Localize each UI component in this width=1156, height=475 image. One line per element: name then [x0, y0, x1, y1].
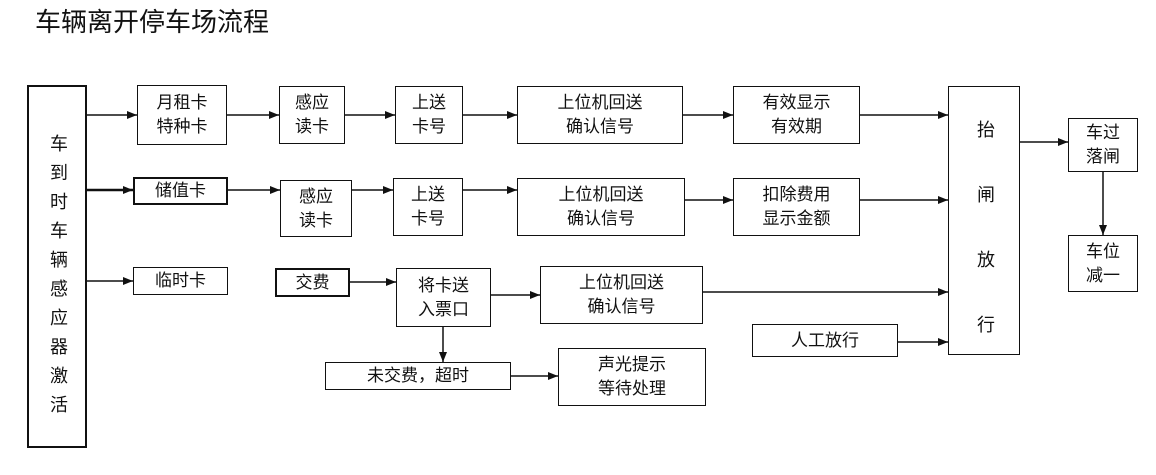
read-card-label-line1: 感应	[299, 186, 333, 207]
slot-decrement-label-line1: 车位	[1086, 241, 1120, 262]
insert-card-label-line2: 入票口	[418, 299, 469, 320]
host-ack-label-line1: 上位机回送	[557, 93, 643, 113]
host-ack-label-line2: 确认信号	[587, 297, 656, 317]
gate-open-box: 抬闸放行	[948, 86, 1020, 380]
valid-display-label-line2: 有效期	[771, 117, 822, 137]
slot-decrement-label-line2: 减一	[1086, 265, 1120, 286]
send-card-id-label-line2: 卡号	[412, 117, 446, 137]
gate-close-label-line1: 车过	[1086, 123, 1120, 143]
send-card-id-label-line1: 上送	[411, 185, 445, 205]
valid-display-box: 有效显示 有效期	[733, 86, 860, 144]
manual-release-label: 人工放行	[791, 330, 859, 351]
deduct-fee-label-line2: 显示金额	[762, 209, 831, 229]
sensor-activation-label: 车到时车辆感应器激活	[47, 134, 68, 424]
gate-close-label-line2: 落闸	[1086, 147, 1120, 167]
deduct-fee-box: 扣除费用 显示金额	[733, 178, 860, 236]
alarm-label-line1: 声光提示	[598, 355, 666, 375]
host-ack-label-line1: 上位机回送	[558, 185, 644, 205]
read-card-box-1: 感应 读卡	[279, 86, 345, 144]
monthly-card-box: 月租卡 特种卡	[137, 85, 227, 145]
valid-display-label-line1: 有效显示	[762, 93, 831, 113]
special-card-label: 特种卡	[156, 117, 208, 137]
unpaid-timeout-box: 未交费，超时	[325, 362, 511, 390]
stored-value-card-box: 储值卡	[133, 177, 228, 205]
diagram-title: 车辆离开停车场流程	[35, 8, 270, 38]
read-card-label-line2: 读卡	[295, 117, 329, 137]
pay-box: 交费	[275, 268, 350, 297]
send-card-id-box-2: 上送 卡号	[393, 178, 463, 236]
send-card-id-label-line2: 卡号	[411, 209, 445, 229]
sensor-activation-box: 车到时车辆感应器激活	[27, 85, 87, 448]
host-ack-label-line1: 上位机回送	[579, 273, 664, 293]
insert-card-box: 将卡送 入票口	[396, 268, 491, 327]
manual-release-box: 人工放行	[752, 324, 898, 357]
alarm-label-line2: 等待处理	[598, 379, 666, 399]
read-card-label-line1: 感应	[295, 93, 329, 113]
host-ack-box-2: 上位机回送 确认信号	[517, 178, 685, 236]
read-card-box-2: 感应 读卡	[280, 180, 352, 237]
send-card-id-box-1: 上送 卡号	[395, 86, 463, 144]
host-ack-label-line2: 确认信号	[566, 117, 634, 137]
send-card-id-label-line1: 上送	[412, 93, 446, 113]
monthly-card-label: 月租卡	[156, 93, 208, 113]
gate-open-label: 抬闸放行	[974, 120, 995, 380]
insert-card-label-line1: 将卡送	[418, 275, 469, 296]
alarm-wait-box: 声光提示 等待处理	[558, 348, 706, 406]
stored-value-card-label: 储值卡	[155, 181, 206, 201]
deduct-fee-label-line1: 扣除费用	[762, 185, 831, 205]
temporary-card-box: 临时卡	[133, 267, 228, 295]
gate-close-box: 车过 落闸	[1068, 118, 1138, 172]
slot-decrement-box: 车位 减一	[1068, 235, 1138, 292]
unpaid-timeout-label: 未交费，超时	[367, 366, 469, 386]
host-ack-box-3: 上位机回送 确认信号	[540, 266, 703, 324]
pay-label: 交费	[295, 272, 330, 293]
read-card-label-line2: 读卡	[299, 210, 333, 231]
host-ack-label-line2: 确认信号	[567, 209, 635, 229]
host-ack-box-1: 上位机回送 确认信号	[517, 86, 683, 144]
temporary-card-label: 临时卡	[155, 271, 206, 291]
